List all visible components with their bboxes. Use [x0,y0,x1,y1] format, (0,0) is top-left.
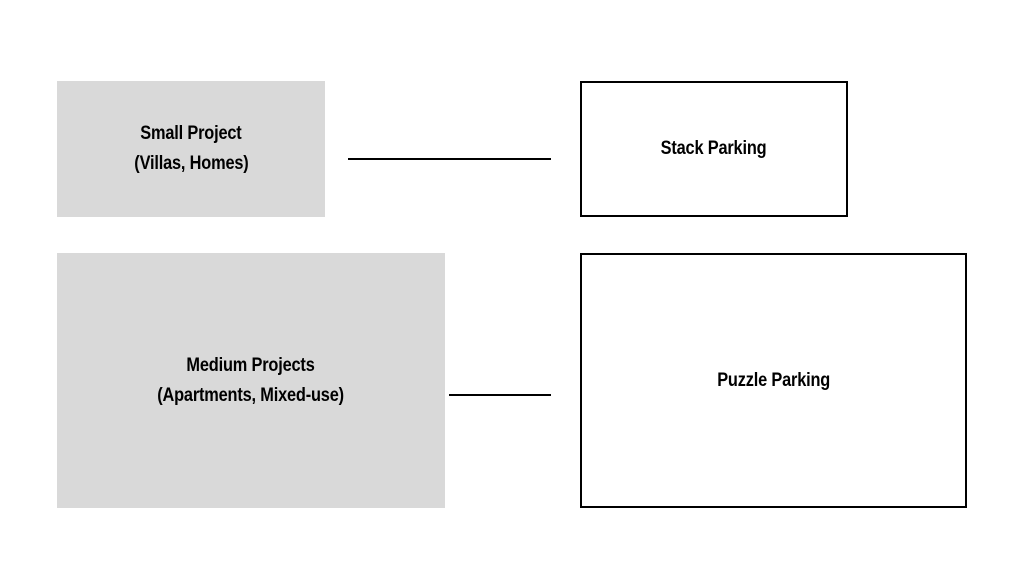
small-project-title: Small Project [140,123,242,144]
small-project-subtitle: (Villas, Homes) [133,153,249,174]
puzzle-parking-title: Puzzle Parking [717,369,830,391]
puzzle-parking-node: Puzzle Parking [580,253,967,508]
small-to-stack-connector [348,158,551,160]
medium-projects-node: Medium Projects (Apartments, Mixed-use) [57,253,445,508]
stack-parking-title: Stack Parking [661,138,767,159]
medium-projects-subtitle: (Apartments, Mixed-use) [157,384,345,406]
medium-to-puzzle-connector [449,394,551,396]
medium-projects-title: Medium Projects [186,354,316,376]
stack-parking-node: Stack Parking [580,81,848,217]
small-project-node: Small Project (Villas, Homes) [57,81,325,217]
